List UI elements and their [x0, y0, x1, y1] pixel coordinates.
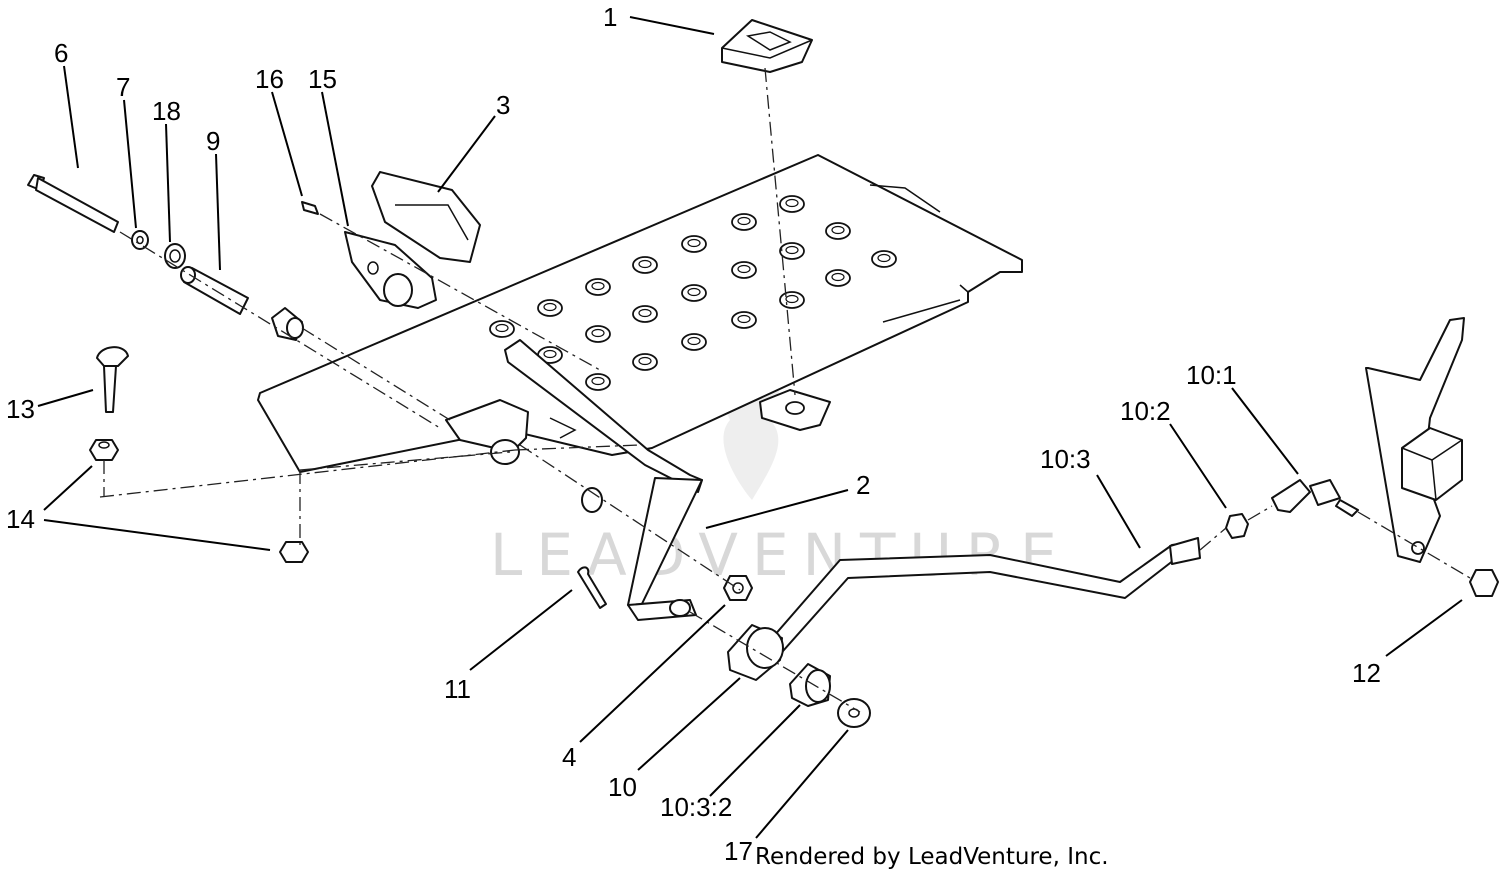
leader-lines	[37, 16, 1463, 839]
nut-4	[723, 575, 753, 601]
pedal-rod-2	[504, 339, 703, 621]
assembly-centerlines	[99, 67, 1471, 713]
bushing-10	[727, 624, 784, 681]
callout-labels: 1 2 3 4 6 7 9 10 10:1 10:2 10:3 10:3:2 1…	[6, 2, 1381, 866]
flange-nut-14	[89, 439, 119, 461]
callout-17: 17	[724, 836, 753, 866]
bolt-6	[27, 174, 119, 233]
bushing	[271, 307, 304, 341]
carriage-bolt-13	[96, 346, 129, 413]
pedal-bracket-15	[344, 231, 437, 309]
callout-1: 1	[603, 2, 617, 32]
pivot-block	[445, 399, 529, 465]
pedal-pad-1	[721, 19, 813, 73]
callout-13: 13	[6, 394, 35, 424]
callout-18: 18	[152, 96, 181, 126]
washer-7	[131, 230, 149, 250]
platform-dimples	[489, 195, 897, 391]
callout-10-2: 10:2	[1120, 396, 1171, 426]
washer-17	[837, 698, 871, 728]
roll-pin-16	[301, 201, 319, 215]
wave-washer-18	[164, 243, 186, 269]
linkage-rod-10-3	[759, 537, 1201, 661]
callout-6: 6	[54, 38, 68, 68]
callout-2: 2	[856, 470, 870, 500]
callout-11: 11	[444, 674, 471, 704]
callout-10-3: 10:3	[1040, 444, 1091, 474]
callout-9: 9	[206, 126, 220, 156]
callout-4: 4	[562, 742, 576, 772]
nut-12	[1469, 569, 1499, 597]
pedal-pad-3	[371, 171, 481, 263]
bushing-10-3-2	[789, 663, 831, 707]
callout-14: 14	[6, 504, 35, 534]
render-credit: Rendered by LeadVenture, Inc.	[755, 844, 1109, 870]
callout-10-1: 10:1	[1186, 360, 1237, 390]
callout-15: 15	[308, 64, 337, 94]
callout-10: 10	[608, 772, 637, 802]
mount-bracket	[1365, 317, 1465, 563]
callout-16: 16	[255, 64, 284, 94]
callout-12: 12	[1352, 658, 1381, 688]
foot-platform	[257, 154, 1023, 473]
callout-10-3-2: 10:3:2	[660, 792, 732, 822]
callout-7: 7	[116, 72, 130, 102]
callout-3: 3	[496, 90, 510, 120]
jam-nut-10-2	[1225, 513, 1249, 539]
cotter-pin-11	[577, 566, 607, 609]
rod-bushing	[581, 487, 603, 513]
ball-joint-10-1	[1271, 479, 1359, 517]
flange-nut-14b	[279, 541, 309, 563]
